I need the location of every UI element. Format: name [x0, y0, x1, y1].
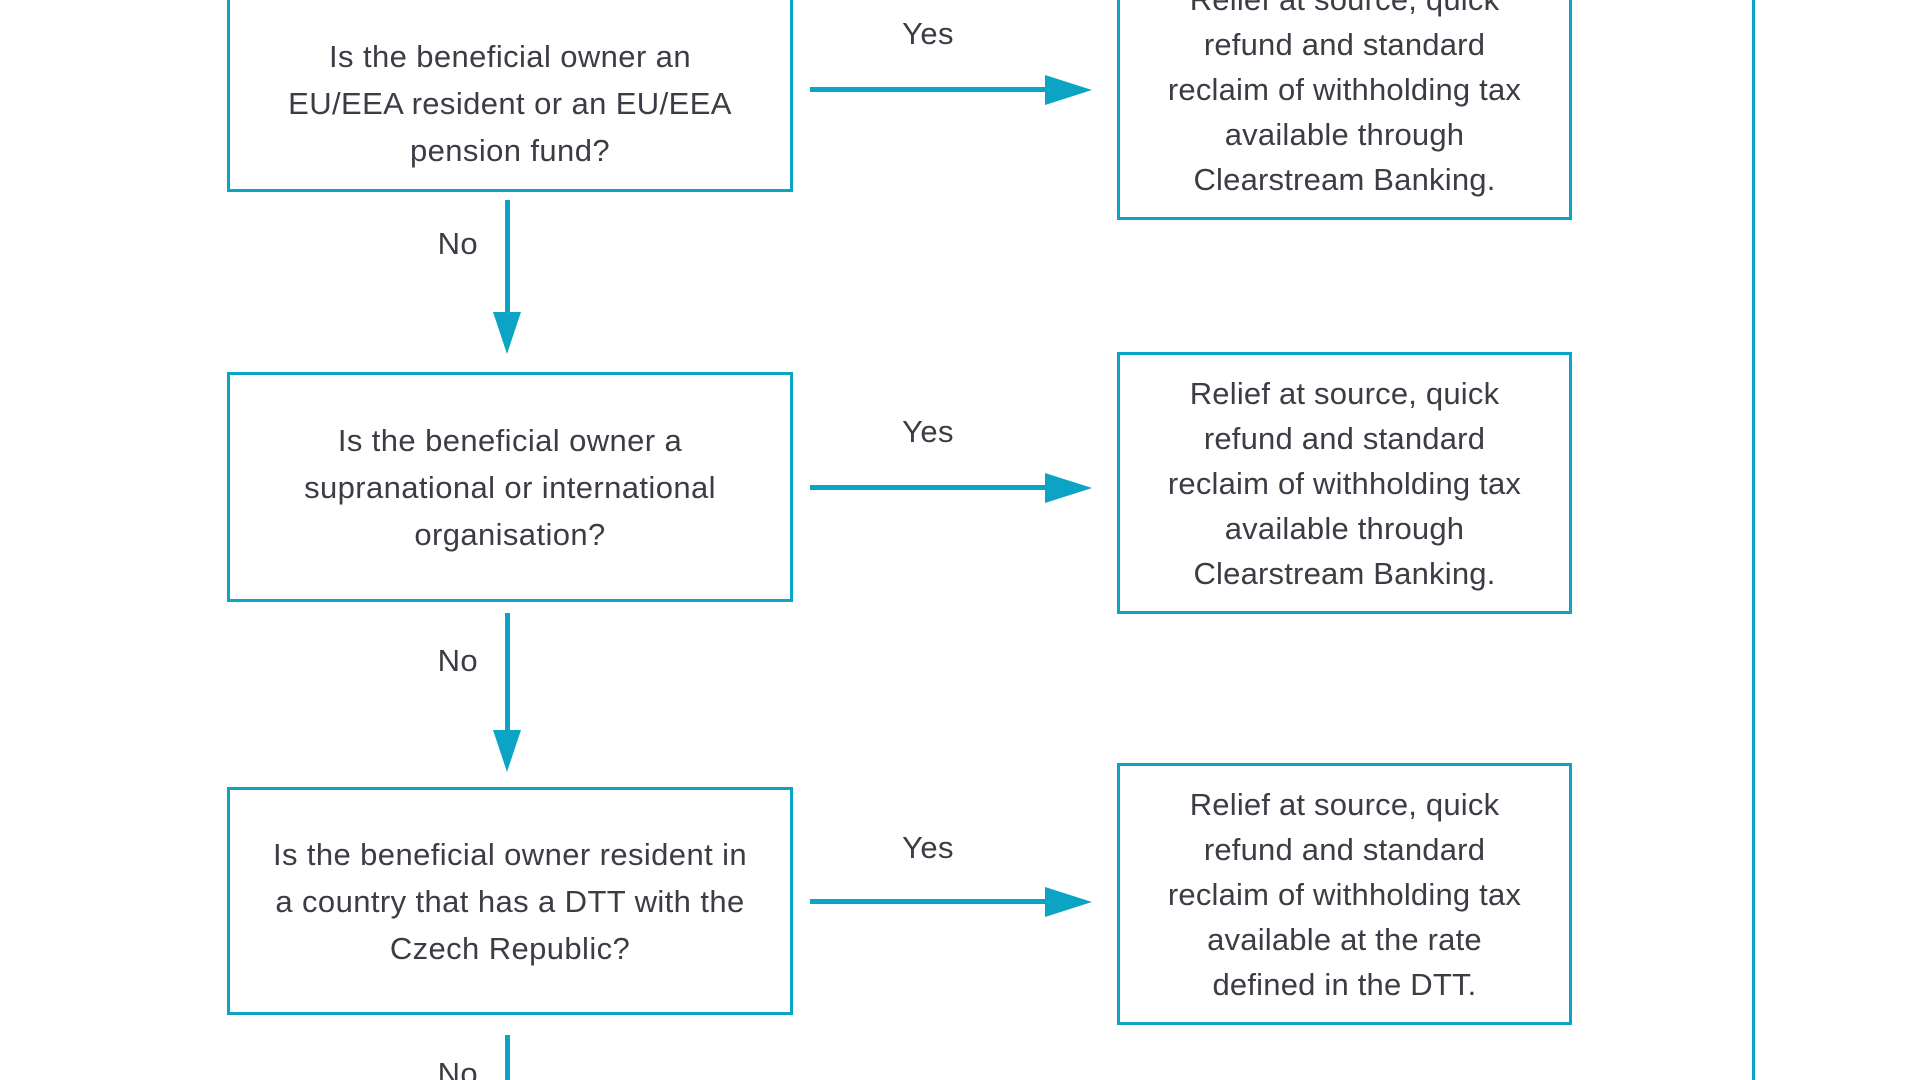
yes-label: Yes — [902, 830, 954, 865]
question-line: pension fund? — [410, 132, 610, 168]
down-arrowhead-icon — [493, 730, 521, 772]
question-line: Czech Republic? — [389, 930, 631, 966]
down-arrow-line — [505, 1035, 510, 1080]
yes-label: Yes — [902, 414, 954, 449]
outcome-line: reclaim of withholding tax — [1167, 71, 1522, 107]
outcome-line: reclaim of withholding tax — [1167, 876, 1522, 912]
question-box-supranational: Is the beneficial owner a supranational … — [227, 372, 793, 602]
question-line: Is the beneficial owner a — [337, 422, 683, 458]
down-arrow-line — [505, 613, 510, 732]
down-arrowhead-icon — [493, 312, 521, 354]
outcome-box-clearstream-relief: Relief at source, quick refund and stand… — [1117, 352, 1572, 614]
question-line: Is the beneficial owner an — [329, 38, 691, 74]
outcome-line: refund and standard — [1203, 26, 1486, 62]
right-vertical-rule — [1752, 0, 1755, 1080]
question-line: EU/EEA resident or an EU/EEA — [288, 85, 732, 121]
question-line: organisation? — [414, 516, 606, 552]
outcome-line: Clearstream Banking. — [1193, 161, 1496, 197]
right-arrow-line — [810, 87, 1046, 92]
question-box-eu-eea-resident: Is the beneficial owner an EU/EEA reside… — [227, 0, 793, 192]
no-label: No — [437, 226, 478, 261]
outcome-line: Relief at source, quick — [1189, 375, 1500, 411]
question-line: supranational or international — [304, 469, 716, 505]
right-arrow-line — [810, 485, 1046, 490]
outcome-line: refund and standard — [1203, 420, 1486, 456]
outcome-line: available at the rate — [1207, 921, 1482, 957]
outcome-box-dtt-rate-relief: Relief at source, quick refund and stand… — [1117, 763, 1572, 1025]
outcome-line: refund and standard — [1203, 831, 1486, 867]
no-label: No — [437, 643, 478, 678]
outcome-line: reclaim of withholding tax — [1167, 465, 1522, 501]
question-line: a country that has a DTT with the — [275, 883, 745, 919]
outcome-line: available through — [1224, 116, 1465, 152]
outcome-line: defined in the DTT. — [1212, 966, 1477, 1002]
question-box-dtt-country: Is the beneficial owner resident in a co… — [227, 787, 793, 1015]
right-arrowhead-icon — [1045, 473, 1092, 503]
right-arrowhead-icon — [1045, 887, 1092, 917]
outcome-line: Clearstream Banking. — [1193, 555, 1496, 591]
outcome-box-clearstream-relief: Relief at source, quick refund and stand… — [1117, 0, 1572, 220]
yes-label: Yes — [902, 16, 954, 51]
outcome-line: available through — [1224, 510, 1465, 546]
question-line: Is the beneficial owner resident in — [272, 836, 748, 872]
right-arrowhead-icon — [1045, 75, 1092, 105]
right-arrow-line — [810, 899, 1046, 904]
outcome-line: Relief at source, quick — [1189, 786, 1500, 822]
outcome-line: Relief at source, quick — [1190, 0, 1500, 22]
down-arrow-line — [505, 200, 510, 314]
no-label: No — [437, 1056, 478, 1080]
